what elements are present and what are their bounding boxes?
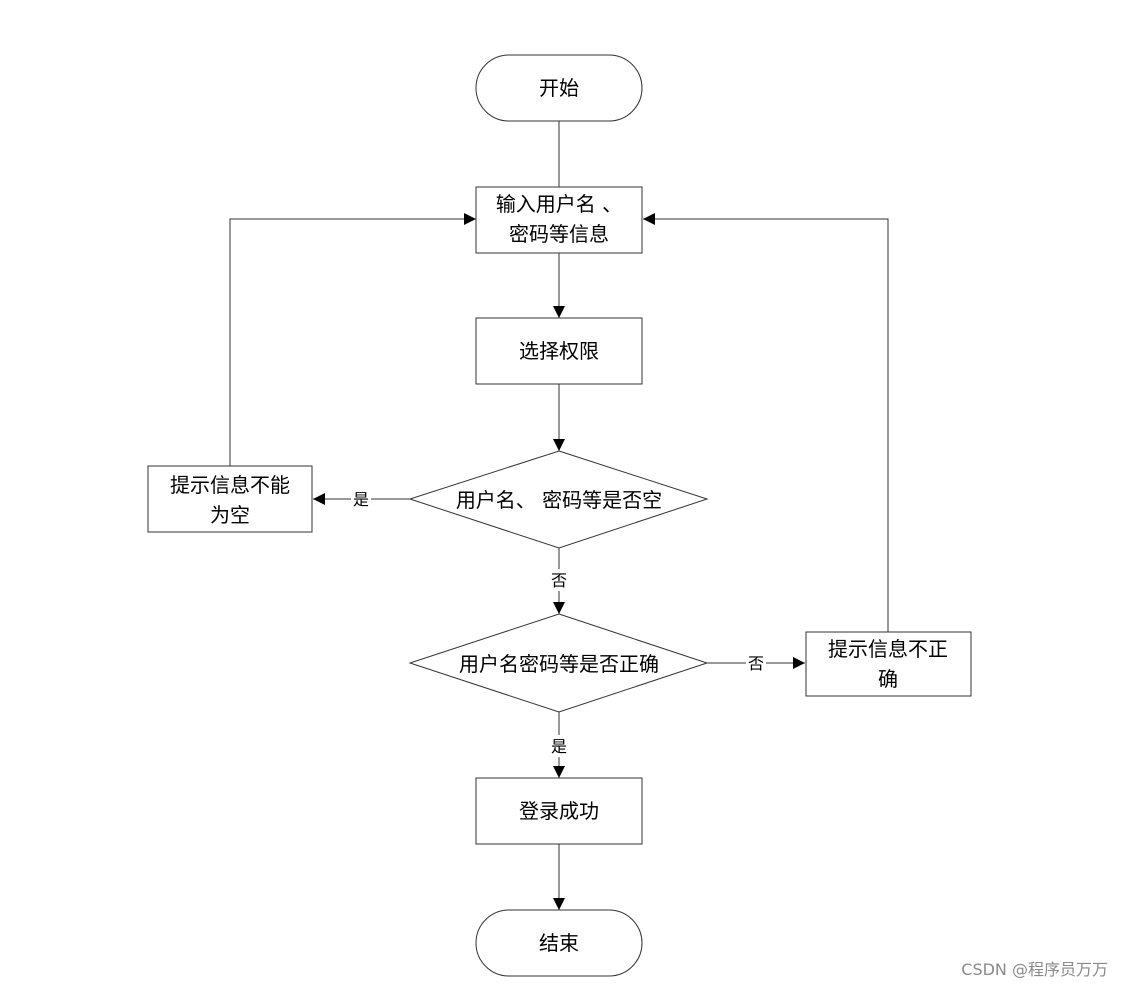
empty-msg-label-line-2: 为空 (210, 503, 250, 527)
nodes (147, 54, 972, 977)
edge-label-correct-no: 否 (748, 654, 764, 673)
edge-labels: 是 否 否 是 (351, 488, 766, 757)
input-box (475, 186, 643, 254)
edge-label-empty-no: 否 (551, 571, 567, 590)
select-role-box (475, 317, 643, 385)
input-label-line-2: 密码等信息 (509, 222, 609, 246)
check-empty-label: 用户名、 密码等是否空 (456, 488, 662, 512)
input-label-line-1: 输入用户名 、 (496, 192, 622, 216)
wrong-msg-label-line-1: 提示信息不正 (828, 637, 948, 661)
wrong-msg-label-line-2: 确 (878, 667, 898, 691)
success-label: 登录成功 (519, 799, 599, 823)
edge-wrong-msg-back-to-input (643, 213, 889, 632)
success-box (475, 777, 643, 845)
empty-msg-box (147, 465, 313, 533)
check-empty-diamond (408, 450, 709, 549)
node-labels: 开始 输入用户名 、 密码等信息 选择权限 用户名、 密码等是否空 提示信息不能… (170, 76, 948, 955)
edge-label-correct-yes: 是 (551, 737, 567, 756)
wrong-msg-box (805, 631, 972, 697)
empty-msg-label-line-1: 提示信息不能 (170, 473, 290, 497)
edge-label-empty-yes: 是 (353, 490, 369, 509)
start-label: 开始 (539, 76, 579, 100)
select-role-label: 选择权限 (519, 339, 599, 363)
check-correct-diamond (408, 613, 709, 713)
watermark: CSDN @程序员万万 (961, 960, 1108, 979)
check-correct-label: 用户名密码等是否正确 (459, 652, 659, 676)
start-terminator (475, 54, 643, 122)
edge-empty-msg-back-to-input (229, 213, 476, 466)
end-terminator (475, 909, 643, 977)
end-label: 结束 (539, 931, 579, 955)
